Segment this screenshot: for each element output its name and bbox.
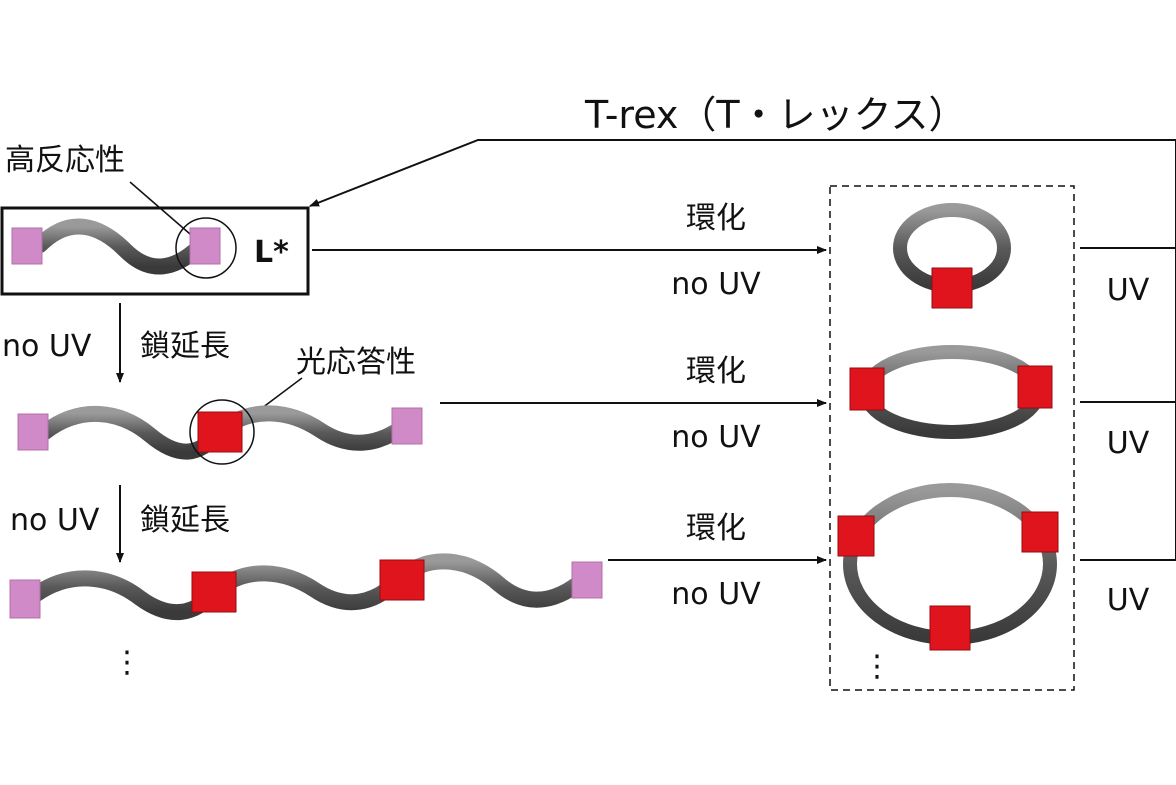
uv-label-1: UV [1107, 273, 1150, 308]
reaction-labels: 環化 no UV UV 環化 no UV UV 環化 no UV UV [671, 201, 1149, 618]
dimer-chain [17, 399, 423, 465]
trimer-end-left [9, 579, 41, 619]
trimer-end-right [571, 561, 603, 599]
end-block-left [11, 227, 43, 265]
cyclization-condition-3: no UV [671, 577, 761, 612]
diagram-title: T-rex（T・レックス） [584, 93, 967, 137]
highlight-circle-2 [189, 399, 255, 465]
trimer-photo-block-2 [379, 559, 425, 601]
label-high-reactivity: 高反応性 [5, 143, 125, 178]
ring-large-block-2 [1021, 511, 1059, 553]
step1-condition: no UV [2, 329, 92, 364]
ring-medium-block-2 [1017, 365, 1053, 409]
monomer-tube [32, 218, 208, 275]
ring-large-block-1 [837, 515, 875, 557]
dimer-end-left [17, 413, 49, 451]
ring-large [837, 483, 1059, 651]
step2-action: 鎖延長 [140, 503, 230, 538]
ring-small-block [931, 267, 973, 309]
ring-small [893, 203, 1011, 309]
ring-medium-block-1 [849, 367, 885, 411]
continuation-right: ⋮ [862, 649, 892, 684]
monomer-chain [11, 217, 237, 279]
end-block-right [189, 227, 221, 265]
uv-label-2: UV [1107, 426, 1150, 461]
label-lstar: L* [254, 235, 289, 270]
ring-medium-tube [859, 345, 1045, 439]
cyclization-label-3: 環化 [686, 511, 746, 546]
uv-label-3: UV [1107, 583, 1150, 618]
dimer-photo-block [197, 411, 243, 453]
trimer-tube [27, 553, 593, 621]
highlight-circle-1 [175, 217, 237, 279]
monomer-box [0, 206, 310, 296]
trimer-chain [9, 553, 603, 621]
ring-medium [849, 345, 1053, 439]
cyclization-condition-1: no UV [671, 267, 761, 302]
label-photoresponsive: 光応答性 [296, 345, 416, 380]
cyclization-label-2: 環化 [686, 354, 746, 389]
cyclic-products-box [829, 185, 1075, 691]
continuation-left: ⋮ [112, 645, 142, 680]
step2-condition: no UV [10, 503, 100, 538]
trimer-photo-block-1 [191, 571, 237, 613]
dimer-end-right [391, 407, 423, 445]
ring-large-block-3 [929, 605, 971, 651]
step1-action: 鎖延長 [140, 329, 230, 364]
uv-feedback-lines [309, 139, 1176, 561]
cyclization-condition-2: no UV [671, 420, 761, 455]
cyclization-label-1: 環化 [686, 201, 746, 236]
